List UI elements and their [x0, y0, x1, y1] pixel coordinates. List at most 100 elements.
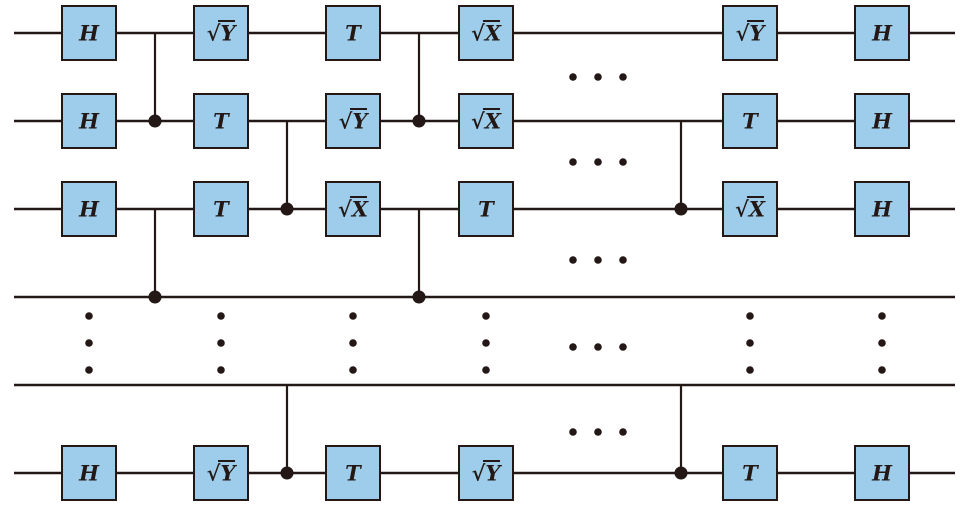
entangler-q1-q2 [148, 33, 162, 128]
gate-label: T [742, 461, 759, 486]
entangler-q1-q2 [412, 33, 426, 128]
vertical-ellipsis-dot [482, 366, 490, 374]
gate-label: T [213, 109, 230, 134]
vertical-ellipsis-dot [217, 366, 225, 374]
vertical-ellipsis-dot [349, 366, 357, 374]
gate-box [325, 445, 381, 501]
gate-sqrty-q2: √Y [325, 93, 381, 149]
ellipsis-dot-q4-q5 [594, 343, 602, 351]
gate-label: √Y [207, 461, 238, 486]
entangler-layer [148, 33, 688, 480]
vertical-ellipsis-dot [217, 339, 225, 347]
entangler-q3-q4 [412, 209, 426, 304]
entangler-q2-q3 [280, 121, 294, 216]
gate-label: T [345, 21, 362, 46]
ellipsis-dot-q3-q4 [569, 256, 577, 264]
ellipsis-dot-q2-q3 [619, 158, 627, 166]
vertical-ellipsis-dot [878, 366, 886, 374]
vertical-ellipsis-dot [878, 312, 886, 320]
gate-box [854, 445, 910, 501]
ellipsis-layer [85, 73, 886, 436]
entangler-q3-q4 [148, 209, 162, 304]
ellipsis-dot-q5-qn [619, 428, 627, 436]
vertical-ellipsis-dot [482, 339, 490, 347]
gate-label: T [478, 197, 495, 222]
gate-box [325, 181, 381, 237]
gate-box [193, 445, 249, 501]
gate-h-q2: H [854, 93, 910, 149]
gate-sqrty-q1: √Y [722, 5, 778, 61]
gate-sqrty-qn: √Y [458, 445, 514, 501]
gate-t-q3: T [193, 181, 249, 237]
gate-h-qn: H [854, 445, 910, 501]
ellipsis-dot-q4-q5 [569, 343, 577, 351]
ellipsis-dot-q1-q2 [619, 73, 627, 81]
vertical-ellipsis-dot [349, 339, 357, 347]
vertical-ellipsis-dot [85, 339, 93, 347]
gate-h-q1: H [61, 5, 117, 61]
gate-label: H [871, 109, 893, 134]
control-dot [280, 202, 294, 216]
gate-h-q1: H [854, 5, 910, 61]
control-dot [674, 202, 688, 216]
gates-layer: H √Y T √X √Y H H T √Y √X T H H T √X T √X H H √Y T √Y T H [61, 5, 910, 501]
ellipsis-dot-q1-q2 [569, 73, 577, 81]
control-dot [412, 114, 426, 128]
gate-box [193, 181, 249, 237]
gate-box [193, 93, 249, 149]
gate-label: √X [471, 21, 502, 46]
ellipsis-dot-q4-q5 [619, 343, 627, 351]
gate-box [722, 93, 778, 149]
gate-sqrtx-q2: √X [458, 93, 514, 149]
gate-box [458, 93, 514, 149]
vertical-ellipsis-dot [746, 312, 754, 320]
gate-t-q2: T [722, 93, 778, 149]
gate-label: T [213, 197, 230, 222]
ellipsis-dot-q5-qn [594, 428, 602, 436]
gate-label: H [78, 109, 100, 134]
gate-label: √Y [472, 461, 503, 486]
gate-label: √Y [207, 21, 238, 46]
gate-box [325, 93, 381, 149]
gate-sqrtx-q1: √X [458, 5, 514, 61]
vertical-ellipsis-dot [878, 339, 886, 347]
gate-box [61, 181, 117, 237]
control-dot [674, 466, 688, 480]
gate-label: H [871, 461, 893, 486]
gate-label: H [78, 197, 100, 222]
gate-h-q3: H [61, 181, 117, 237]
gate-h-q3: H [854, 181, 910, 237]
gate-label: √X [735, 197, 766, 222]
vertical-ellipsis-dot [85, 366, 93, 374]
vertical-ellipsis-dot [217, 312, 225, 320]
gate-box [854, 5, 910, 61]
gate-label: H [78, 21, 100, 46]
gate-box [722, 445, 778, 501]
gate-sqrty-q1: √Y [193, 5, 249, 61]
control-dot [148, 114, 162, 128]
gate-t-qn: T [722, 445, 778, 501]
gate-label: H [871, 197, 893, 222]
entangler-q5-qn [280, 385, 294, 480]
gate-sqrty-qn: √Y [193, 445, 249, 501]
gate-label: H [78, 461, 100, 486]
gate-box [854, 181, 910, 237]
gate-box [854, 93, 910, 149]
gate-h-qn: H [61, 445, 117, 501]
entangler-q2-q3 [674, 121, 688, 216]
gate-sqrtx-q3: √X [325, 181, 381, 237]
gate-t-q1: T [325, 5, 381, 61]
ellipsis-dot-q2-q3 [594, 158, 602, 166]
gate-h-q2: H [61, 93, 117, 149]
entangler-q5-qn [674, 385, 688, 480]
vertical-ellipsis-dot [85, 312, 93, 320]
gate-t-qn: T [325, 445, 381, 501]
ellipsis-dot-q5-qn [569, 428, 577, 436]
vertical-ellipsis-dot [746, 339, 754, 347]
gate-label: T [345, 461, 362, 486]
gate-box [458, 445, 514, 501]
gate-sqrtx-q3: √X [722, 181, 778, 237]
gate-box [325, 5, 381, 61]
gate-box [61, 93, 117, 149]
